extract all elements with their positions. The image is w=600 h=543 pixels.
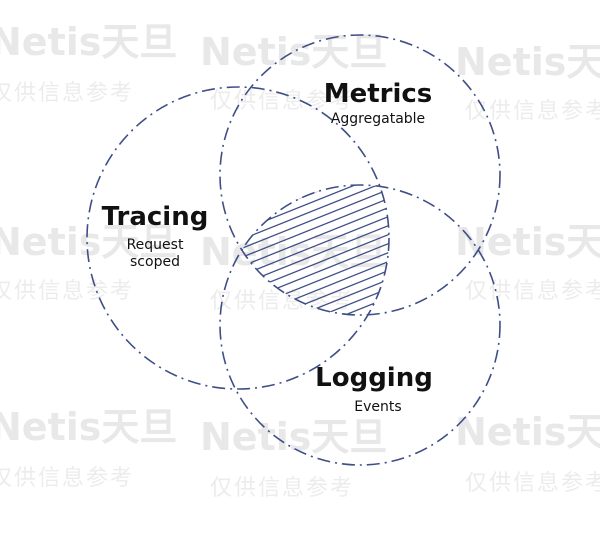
- watermark-text: 仅供信息参考: [0, 466, 134, 491]
- watermark-text: 仅供信息参考: [465, 471, 600, 496]
- hatch-line: [220, 256, 389, 315]
- hatch-line: [220, 292, 389, 315]
- watermark-logo: Netis天旦: [455, 40, 600, 84]
- metrics-circle: [219, 34, 501, 316]
- hatch-line: [220, 185, 389, 230]
- hatch-line: [220, 185, 389, 212]
- watermark-text: 仅供信息参考: [465, 99, 600, 124]
- logging-subtitle: Events: [354, 399, 401, 415]
- tracing-subtitle-line-2: scoped: [130, 254, 180, 270]
- hatch-line: [220, 283, 389, 315]
- watermark-text: 仅供信息参考: [0, 81, 134, 106]
- metrics-title: Metrics: [324, 79, 433, 109]
- logging-circle: [219, 184, 501, 466]
- watermark-logo: Netis天旦: [455, 410, 600, 454]
- watermark-logo: Netis天旦: [200, 415, 387, 459]
- watermark-text: 仅供信息参考: [210, 476, 354, 501]
- watermark-text: 仅供信息参考: [0, 279, 134, 304]
- metrics-subtitle: Aggregatable: [331, 111, 425, 127]
- tracing-title: Tracing: [102, 202, 209, 232]
- watermark-text: 仅供信息参考: [465, 279, 600, 304]
- hatch-line: [220, 185, 389, 203]
- watermark-logo: Netis天旦: [200, 230, 387, 274]
- hatch-line: [220, 185, 389, 221]
- tracing-circle: [86, 86, 390, 390]
- watermark-layer: Netis天旦 仅供信息参考 Netis天旦 仅供信息参考 Netis天旦 仅供…: [0, 20, 600, 501]
- logging-title: Logging: [315, 363, 433, 393]
- watermark-logo: Netis天旦: [0, 405, 177, 449]
- hatch-line: [220, 274, 389, 315]
- watermark-logo: Netis天旦: [455, 220, 600, 264]
- watermark-text: 仅供信息参考: [210, 289, 354, 314]
- tracing-subtitle-line-1: Request: [127, 237, 184, 253]
- watermark-logo: Netis天旦: [200, 30, 387, 74]
- watermark-logo: Netis天旦: [0, 20, 177, 64]
